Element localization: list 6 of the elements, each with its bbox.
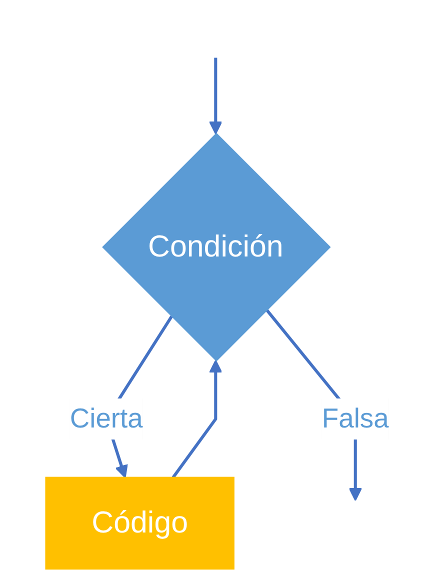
node-box: Código bbox=[45, 476, 234, 570]
arrow bbox=[172, 360, 222, 478]
edge-label: Cierta bbox=[70, 403, 143, 434]
arrow bbox=[208, 58, 222, 134]
node-diamond: Condición bbox=[102, 132, 331, 362]
edge-label: Falsa bbox=[322, 403, 389, 434]
